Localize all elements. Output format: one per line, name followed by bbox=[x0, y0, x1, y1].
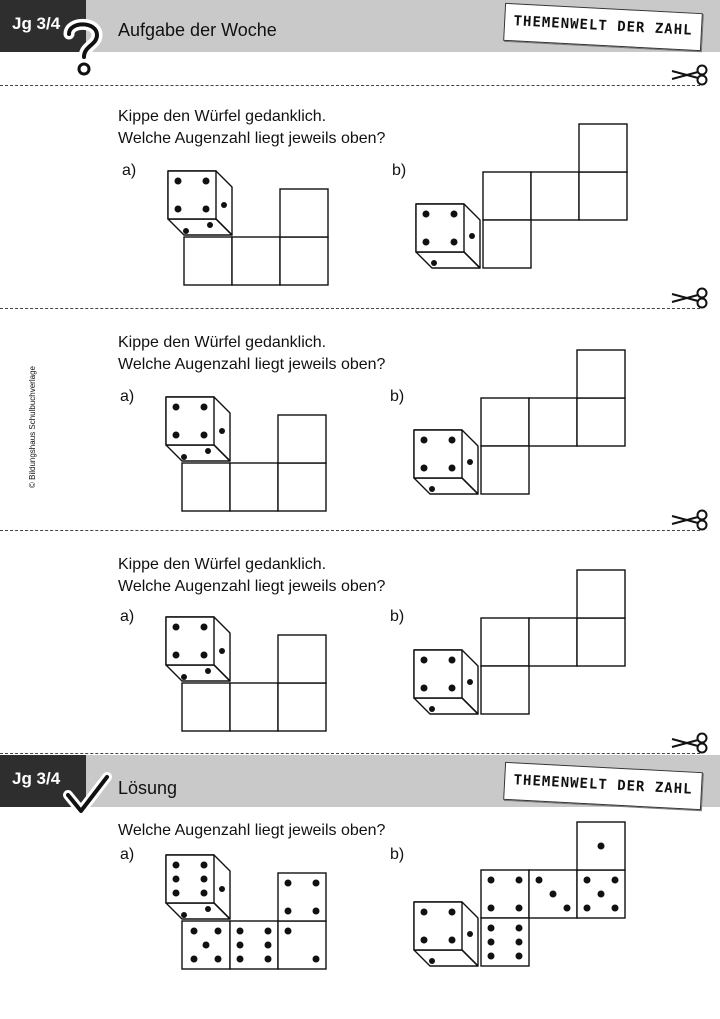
die-net bbox=[482, 123, 628, 269]
cut-line bbox=[0, 308, 700, 309]
solution-title: Lösung bbox=[118, 778, 178, 798]
task-line-1: Kippe den Würfel gedanklich. bbox=[118, 108, 327, 125]
die-net-b bbox=[413, 349, 626, 495]
label-b: b) bbox=[392, 162, 407, 179]
label-b: b) bbox=[390, 608, 405, 625]
solution-net-b bbox=[413, 821, 626, 967]
solution-net-a bbox=[165, 854, 327, 970]
die-net bbox=[480, 569, 626, 715]
die-icon bbox=[165, 396, 231, 462]
task-line-1: Kippe den Würfel gedanklich. bbox=[118, 556, 327, 573]
header-task: Jg 3/4 Aufgabe der Woche THEMENWELT DER … bbox=[0, 0, 720, 76]
task-line-2: Welche Augenzahl liegt jeweils oben? bbox=[118, 356, 386, 373]
scissors-icon bbox=[671, 732, 708, 754]
scissors-icon bbox=[671, 64, 708, 86]
die-net bbox=[183, 188, 329, 286]
answer-dots bbox=[190, 879, 320, 963]
die-icon bbox=[167, 170, 233, 236]
task-line-1: Kippe den Würfel gedanklich. bbox=[118, 334, 327, 351]
die-net bbox=[480, 349, 626, 495]
die-icon bbox=[413, 429, 479, 495]
die-net-b bbox=[413, 569, 626, 715]
task-line-2: Welche Augenzahl liegt jeweils oben? bbox=[118, 130, 386, 147]
label-a: a) bbox=[120, 846, 135, 863]
die-icon bbox=[415, 203, 481, 269]
solution-question-line: Welche Augenzahl liegt jeweils oben? bbox=[118, 822, 386, 839]
header-solution: Jg 3/4 Lösung THEMENWELT DER ZAHL bbox=[0, 755, 720, 816]
die-net bbox=[181, 634, 327, 732]
answer-dots bbox=[487, 842, 619, 960]
grade-label: Jg 3/4 bbox=[12, 14, 61, 33]
label-b: b) bbox=[390, 846, 405, 863]
label-a: a) bbox=[122, 162, 137, 179]
die-net-a bbox=[165, 616, 327, 732]
cut-line bbox=[0, 753, 700, 754]
scissors-icon bbox=[671, 509, 708, 531]
cut-line bbox=[0, 85, 700, 86]
solution-question: Welche Augenzahl liegt jeweils oben? bbox=[118, 820, 385, 842]
die-net bbox=[181, 414, 327, 512]
label-a: a) bbox=[120, 388, 135, 405]
page-title: Aufgabe der Woche bbox=[118, 20, 277, 40]
grade-label: Jg 3/4 bbox=[12, 769, 61, 788]
task-instructions: Kippe den Würfel gedanklich. Welche Auge… bbox=[118, 106, 385, 150]
die-icon bbox=[165, 854, 231, 920]
die-net-a bbox=[167, 170, 329, 286]
task-instructions: Kippe den Würfel gedanklich. Welche Auge… bbox=[118, 554, 385, 598]
die-net-a bbox=[165, 396, 327, 512]
die-icon bbox=[413, 901, 479, 967]
die-icon bbox=[413, 649, 479, 715]
die-icon bbox=[165, 616, 231, 682]
task-line-2: Welche Augenzahl liegt jeweils oben? bbox=[118, 578, 386, 595]
label-b: b) bbox=[390, 388, 405, 405]
checkmark-icon bbox=[63, 772, 112, 816]
copyright-note: © Bildungshaus Schulbuchverlage bbox=[28, 366, 37, 488]
question-mark-icon bbox=[63, 18, 103, 76]
cut-line bbox=[0, 530, 700, 531]
task-instructions: Kippe den Würfel gedanklich. Welche Auge… bbox=[118, 332, 385, 376]
die-net-b bbox=[415, 123, 628, 269]
label-a: a) bbox=[120, 608, 135, 625]
scissors-icon bbox=[671, 287, 708, 309]
